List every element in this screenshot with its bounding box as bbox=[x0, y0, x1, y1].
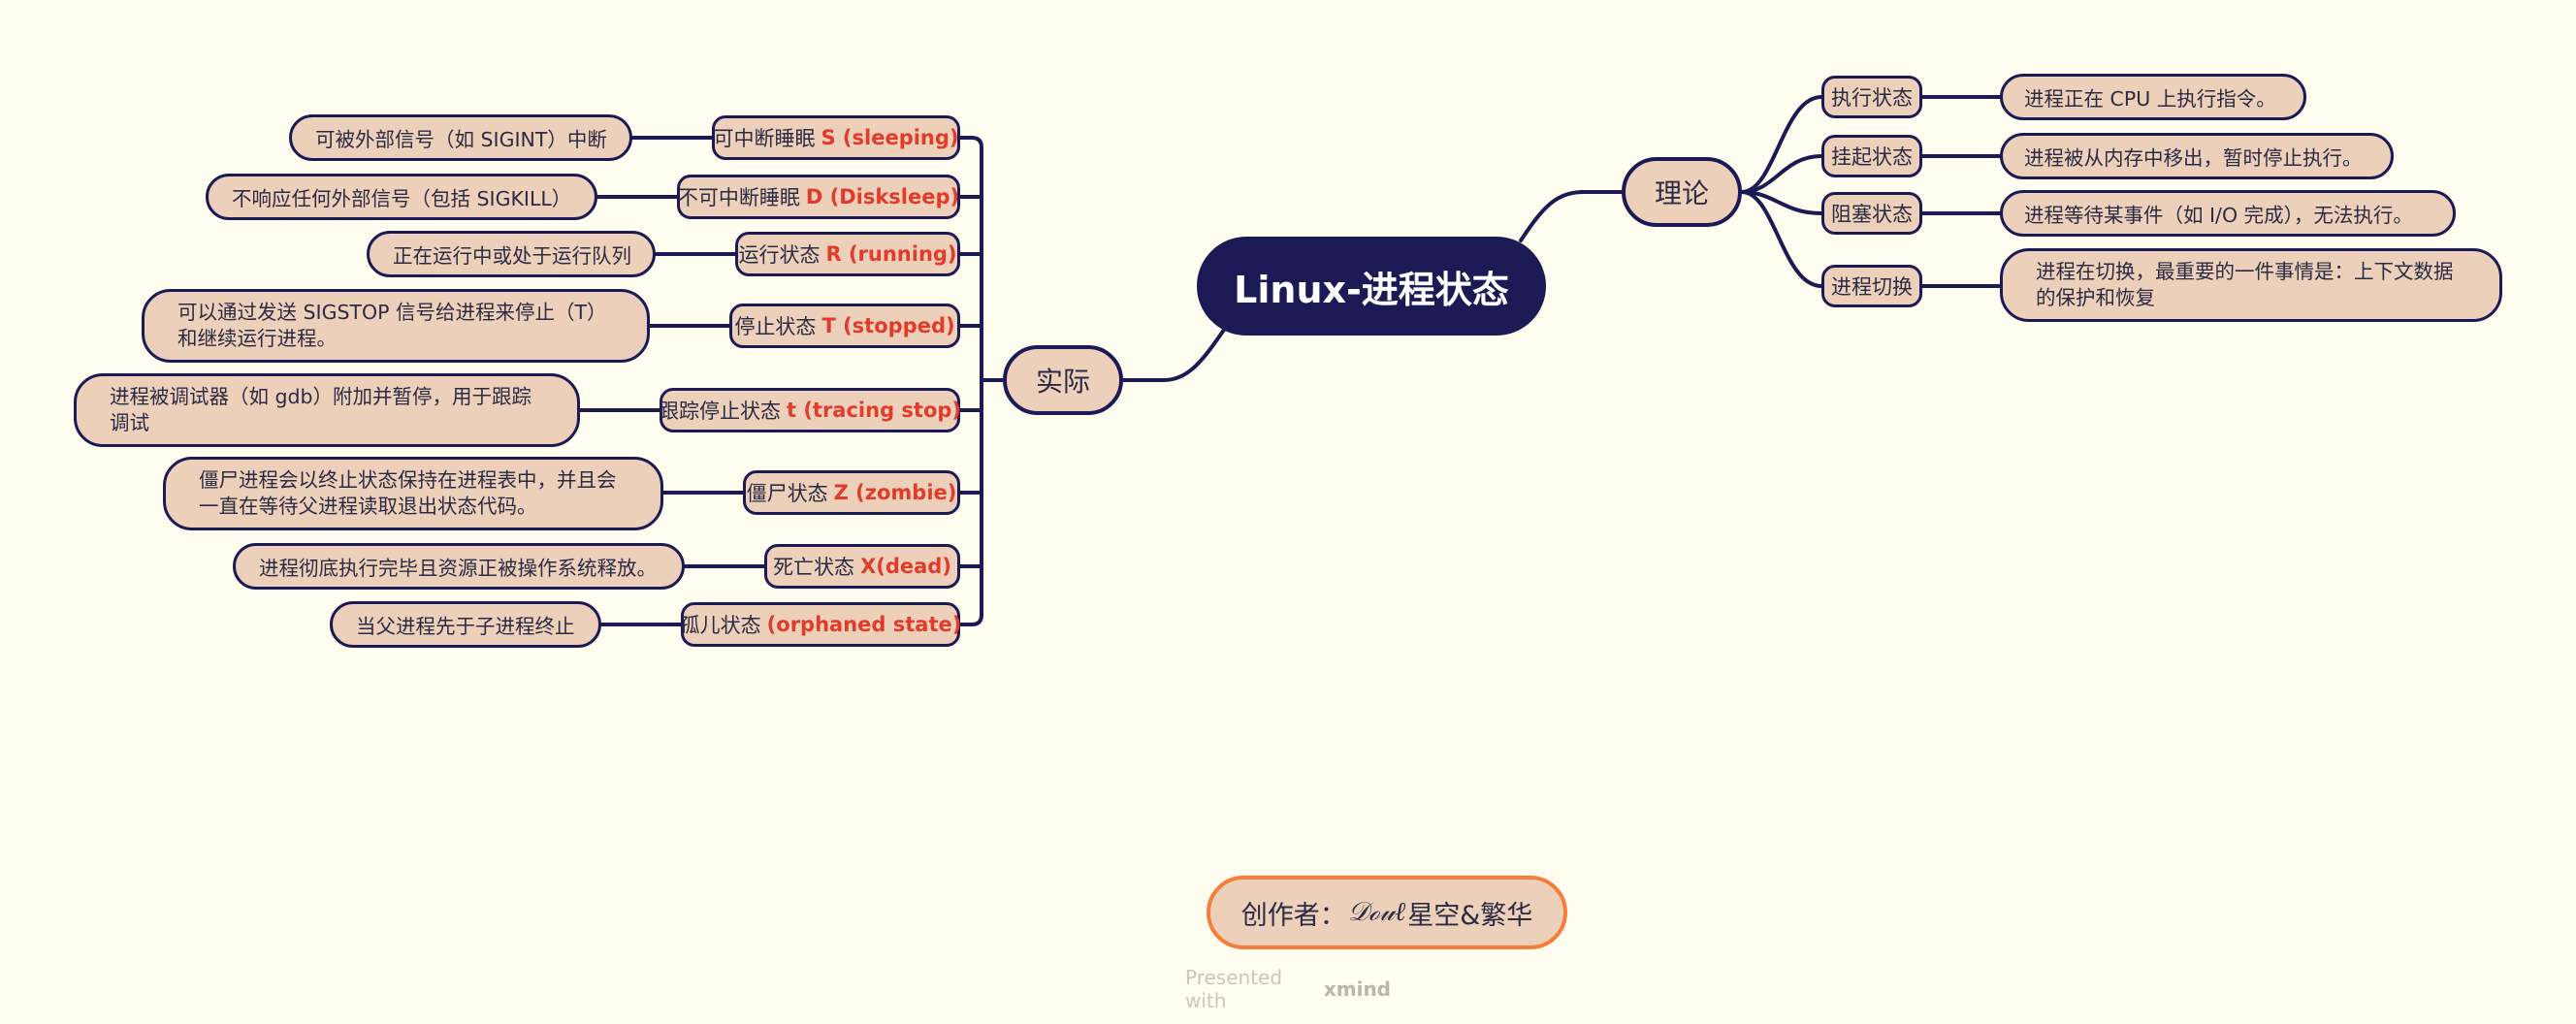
theory-topic-suspended[interactable]: 挂起状态 bbox=[1821, 135, 1922, 177]
theory-detail-switching[interactable]: 进程在切换，最重要的一件事情是：上下文数据的保护和恢复 bbox=[2000, 248, 2502, 322]
detail-text: 可被外部信号（如 SIGINT）中断 bbox=[315, 128, 607, 151]
detail-text: 进程被调试器（如 gdb）附加并暂停，用于跟踪调试 bbox=[110, 385, 532, 434]
state-code: S (sleeping) bbox=[821, 126, 959, 149]
branch-theory[interactable]: 理论 bbox=[1622, 157, 1742, 227]
practice-detail-zombie[interactable]: 僵尸进程会以终止状态保持在进程表中，并且会一直在等待父进程读取退出状态代码。 bbox=[163, 457, 663, 530]
topic-label: 死亡状态 bbox=[773, 556, 855, 579]
practice-detail-running[interactable]: 正在运行中或处于运行队列 bbox=[367, 231, 656, 277]
author-name: 星空&繁华 bbox=[1407, 900, 1533, 931]
detail-text: 当父进程先于子进程终止 bbox=[356, 615, 575, 638]
topic-label: 孤儿状态 bbox=[679, 614, 761, 637]
theory-topic-blocked[interactable]: 阻塞状态 bbox=[1821, 192, 1922, 235]
practice-detail-disksleep[interactable]: 不响应任何外部信号（包括 SIGKILL） bbox=[206, 174, 597, 220]
topic-label: 停止状态 bbox=[734, 315, 817, 338]
theory-topic-switching[interactable]: 进程切换 bbox=[1821, 265, 1922, 307]
state-code: t (tracing stop) bbox=[786, 399, 962, 422]
topic-label: 挂起状态 bbox=[1831, 145, 1913, 169]
author-prefix: 创作者： bbox=[1240, 900, 1346, 931]
state-code: Z (zombie) bbox=[833, 481, 957, 504]
footer-text: Presented with bbox=[1185, 966, 1283, 1012]
practice-detail-dead[interactable]: 进程彻底执行完毕且资源正被操作系统释放。 bbox=[233, 543, 685, 590]
theory-detail-executing[interactable]: 进程正在 CPU 上执行指令。 bbox=[2000, 74, 2306, 120]
footer-brand: xmind bbox=[1323, 977, 1391, 1001]
topic-label: 运行状态 bbox=[738, 243, 821, 267]
theory-topic-executing[interactable]: 执行状态 bbox=[1821, 76, 1922, 118]
state-code: (orphaned state) bbox=[766, 613, 962, 636]
practice-detail-tracing-stop[interactable]: 进程被调试器（如 gdb）附加并暂停，用于跟踪调试 bbox=[74, 373, 580, 447]
topic-label: 不可中断睡眠 bbox=[677, 186, 800, 209]
detail-text: 进程被从内存中移出，暂时停止执行。 bbox=[2024, 146, 2363, 170]
state-code: R (running) bbox=[825, 242, 957, 266]
branch-practice-title: 实际 bbox=[1035, 366, 1090, 398]
topic-label: 僵尸状态 bbox=[746, 482, 828, 505]
detail-text: 进程等待某事件（如 I/O 完成），无法执行。 bbox=[2024, 204, 2413, 227]
theory-detail-blocked[interactable]: 进程等待某事件（如 I/O 完成），无法执行。 bbox=[2000, 190, 2456, 237]
theory-detail-suspended[interactable]: 进程被从内存中移出，暂时停止执行。 bbox=[2000, 133, 2394, 179]
practice-detail-stopped[interactable]: 可以通过发送 SIGSTOP 信号给进程来停止（T）和继续运行进程。 bbox=[142, 289, 650, 363]
author-signature: 𝒟ℴ𝓊ℓ bbox=[1347, 897, 1406, 927]
state-code: T (stopped) bbox=[821, 314, 955, 337]
state-code: D (Disksleep) bbox=[805, 185, 960, 208]
branch-practice[interactable]: 实际 bbox=[1003, 345, 1123, 415]
detail-text: 正在运行中或处于运行队列 bbox=[393, 244, 631, 268]
central-topic[interactable]: Linux-进程状态 bbox=[1197, 237, 1546, 336]
branch-theory-title: 理论 bbox=[1654, 177, 1709, 209]
detail-text: 进程彻底执行完毕且资源正被操作系统释放。 bbox=[259, 557, 657, 580]
topic-label: 阻塞状态 bbox=[1831, 203, 1913, 226]
detail-text: 进程在切换，最重要的一件事情是：上下文数据的保护和恢复 bbox=[2036, 260, 2454, 309]
topic-label: 进程切换 bbox=[1831, 275, 1913, 299]
topic-label: 执行状态 bbox=[1831, 86, 1913, 110]
practice-detail-orphaned[interactable]: 当父进程先于子进程终止 bbox=[330, 601, 601, 648]
topic-label: 跟踪停止状态 bbox=[658, 400, 781, 423]
practice-topic-orphaned[interactable]: 孤儿状态(orphaned state) bbox=[679, 602, 962, 647]
state-code: X(dead) bbox=[860, 555, 951, 578]
topic-label: 可中断睡眠 bbox=[713, 127, 816, 150]
detail-text: 进程正在 CPU 上执行指令。 bbox=[2024, 87, 2276, 111]
detail-text: 可以通过发送 SIGSTOP 信号给进程来停止（T）和继续运行进程。 bbox=[177, 301, 607, 350]
central-topic-title: Linux-进程状态 bbox=[1234, 268, 1509, 311]
practice-detail-sleeping[interactable]: 可被外部信号（如 SIGINT）中断 bbox=[289, 114, 632, 161]
detail-text: 僵尸进程会以终止状态保持在进程表中，并且会一直在等待父进程读取退出状态代码。 bbox=[199, 468, 617, 518]
presented-with-footer: Presented with xmind bbox=[1185, 966, 1391, 1012]
detail-text: 不响应任何外部信号（包括 SIGKILL） bbox=[232, 187, 572, 210]
